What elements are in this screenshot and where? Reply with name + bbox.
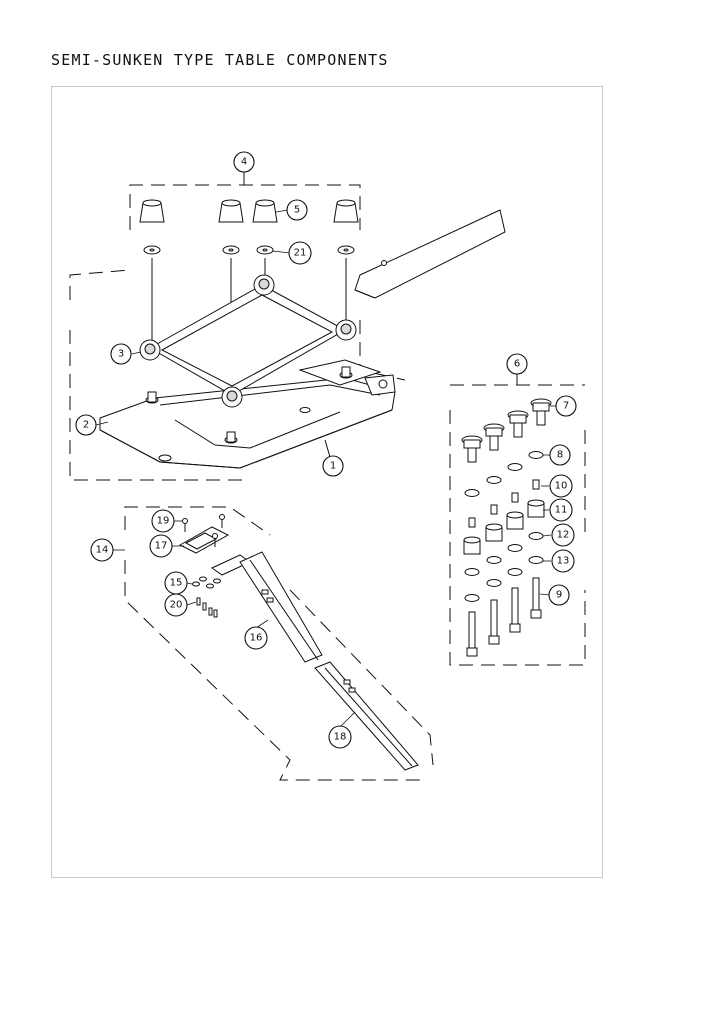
- callout-15: 15: [164, 571, 188, 595]
- rubber-cushions: [139, 199, 359, 223]
- svg-text:15: 15: [170, 578, 183, 589]
- callout-16: 16: [244, 626, 268, 650]
- svg-text:3: 3: [118, 349, 124, 360]
- callout-4: 4: [233, 151, 255, 173]
- callout-12: 12: [551, 523, 575, 547]
- callout-18: 18: [328, 725, 352, 749]
- machine-table-edge: [354, 209, 506, 299]
- rubber-mount-frame: [139, 274, 357, 408]
- svg-text:21: 21: [294, 248, 307, 259]
- svg-text:5: 5: [294, 205, 300, 216]
- callout-5: 5: [286, 199, 308, 221]
- svg-text:10: 10: [555, 481, 568, 492]
- svg-text:8: 8: [557, 450, 563, 461]
- svg-text:1: 1: [330, 461, 336, 472]
- callout-11: 11: [549, 498, 573, 522]
- svg-text:17: 17: [155, 541, 168, 552]
- callout-9: 9: [548, 584, 570, 606]
- svg-text:6: 6: [514, 359, 520, 370]
- bracket-and-screws: [178, 514, 230, 618]
- callout-2: 2: [75, 414, 97, 436]
- callout-14: 14: [90, 538, 114, 562]
- group-4-outline: [129, 172, 361, 230]
- svg-text:2: 2: [83, 420, 89, 431]
- callout-21: 21: [288, 241, 312, 265]
- group-6-outline: [449, 373, 586, 666]
- svg-text:7: 7: [563, 401, 569, 412]
- washers-21: [143, 245, 355, 255]
- callout-1: 1: [322, 455, 344, 477]
- leader-lines: [95, 209, 557, 728]
- svg-text:4: 4: [241, 157, 247, 168]
- svg-text:11: 11: [555, 505, 568, 516]
- stand-arm-upper: [211, 551, 323, 663]
- diagram-frame: [51, 86, 603, 878]
- group-14-outline: [124, 506, 434, 781]
- stand-arm-lower: [314, 661, 419, 771]
- callout-20: 20: [164, 593, 188, 617]
- svg-text:20: 20: [170, 600, 183, 611]
- callout-17: 17: [149, 534, 173, 558]
- callout-10: 10: [549, 474, 573, 498]
- svg-text:19: 19: [157, 516, 170, 527]
- callout-6: 6: [506, 353, 528, 375]
- callout-13: 13: [551, 549, 575, 573]
- page-title: SEMI-SUNKEN TYPE TABLE COMPONENTS: [51, 51, 389, 69]
- svg-text:16: 16: [250, 633, 263, 644]
- svg-text:12: 12: [557, 530, 570, 541]
- svg-text:14: 14: [96, 545, 109, 556]
- callout-7: 7: [555, 395, 577, 417]
- svg-text:9: 9: [556, 590, 562, 601]
- bolts-and-washers: [461, 398, 552, 657]
- svg-text:13: 13: [557, 556, 570, 567]
- svg-text:18: 18: [334, 732, 347, 743]
- callout-3: 3: [110, 343, 132, 365]
- base-frame: [99, 359, 396, 469]
- callout-8: 8: [549, 444, 571, 466]
- callout-19: 19: [151, 509, 175, 533]
